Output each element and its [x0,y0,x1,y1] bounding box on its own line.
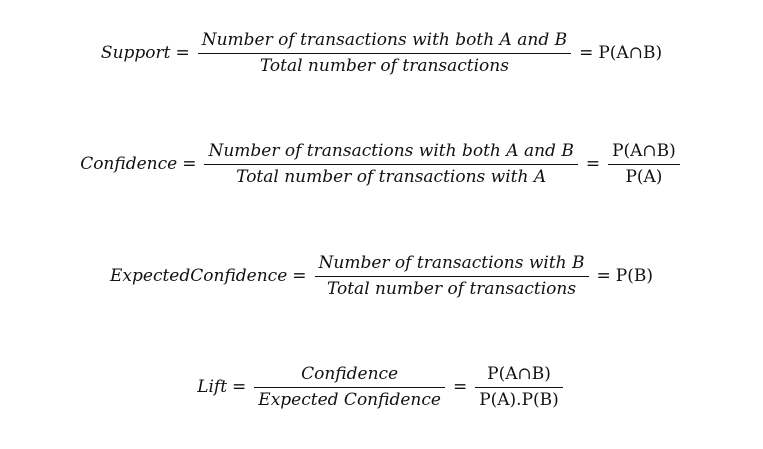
expected-confidence-label: ExpectedConfidence [110,266,288,286]
equals-sign: = [585,154,601,174]
expected-confidence-numerator: Number of transactions with B [318,253,585,273]
lift-probability-denominator: P(A).P(B) [479,390,559,410]
confidence-numerator: Number of transactions with both A and B [208,141,574,161]
equals-sign: = [232,377,247,397]
lift-numerator: Confidence [301,364,399,384]
support-numerator: Number of transactions with both A and B [201,30,568,50]
lift-label: Lift [197,377,228,397]
expected-confidence-formula: ExpectedConfidence = Number of transacti… [0,255,763,298]
lift-fraction: Confidence Expected Confidence [254,366,445,409]
fraction-bar [254,387,445,388]
expected-confidence-fraction: Number of transactions with B Total numb… [314,253,589,299]
fraction-bar [204,164,578,165]
equals-sign: = [292,266,307,286]
fraction-bar [197,53,572,54]
support-fraction: Number of transactions with both A and B… [197,30,572,76]
support-denominator: Total number of transactions [259,56,509,76]
fraction-bar [475,387,563,388]
equals-sign: = [596,266,611,286]
lift-probability-numerator: P(A∩B) [487,364,551,384]
confidence-label: Confidence [80,154,178,174]
confidence-probability-fraction: P(A∩B) P(A) [608,143,680,186]
confidence-denominator: Total number of transactions with A [236,167,547,187]
equals-sign: = [452,377,468,397]
confidence-probability-denominator: P(A) [625,167,663,187]
lift-formula: Lift = Confidence Expected Confidence = … [0,366,763,409]
equals-sign: = [579,43,594,63]
support-formula: Support = Number of transactions with bo… [0,32,763,75]
confidence-probability-numerator: P(A∩B) [612,141,676,161]
confidence-fraction: Number of transactions with both A and B… [204,141,578,187]
lift-probability-fraction: P(A∩B) P(A).P(B) [475,366,563,409]
lift-denominator: Expected Confidence [258,390,441,410]
expected-confidence-denominator: Total number of transactions [326,279,577,299]
fraction-bar [608,164,680,165]
confidence-formula: Confidence = Number of transactions with… [0,143,763,186]
support-label: Support [100,43,171,63]
expected-confidence-probability: P(B) [615,266,653,286]
support-probability: P(A∩B) [598,43,663,63]
equals-sign: = [175,43,190,63]
fraction-bar [314,276,589,277]
equals-sign: = [182,154,197,174]
